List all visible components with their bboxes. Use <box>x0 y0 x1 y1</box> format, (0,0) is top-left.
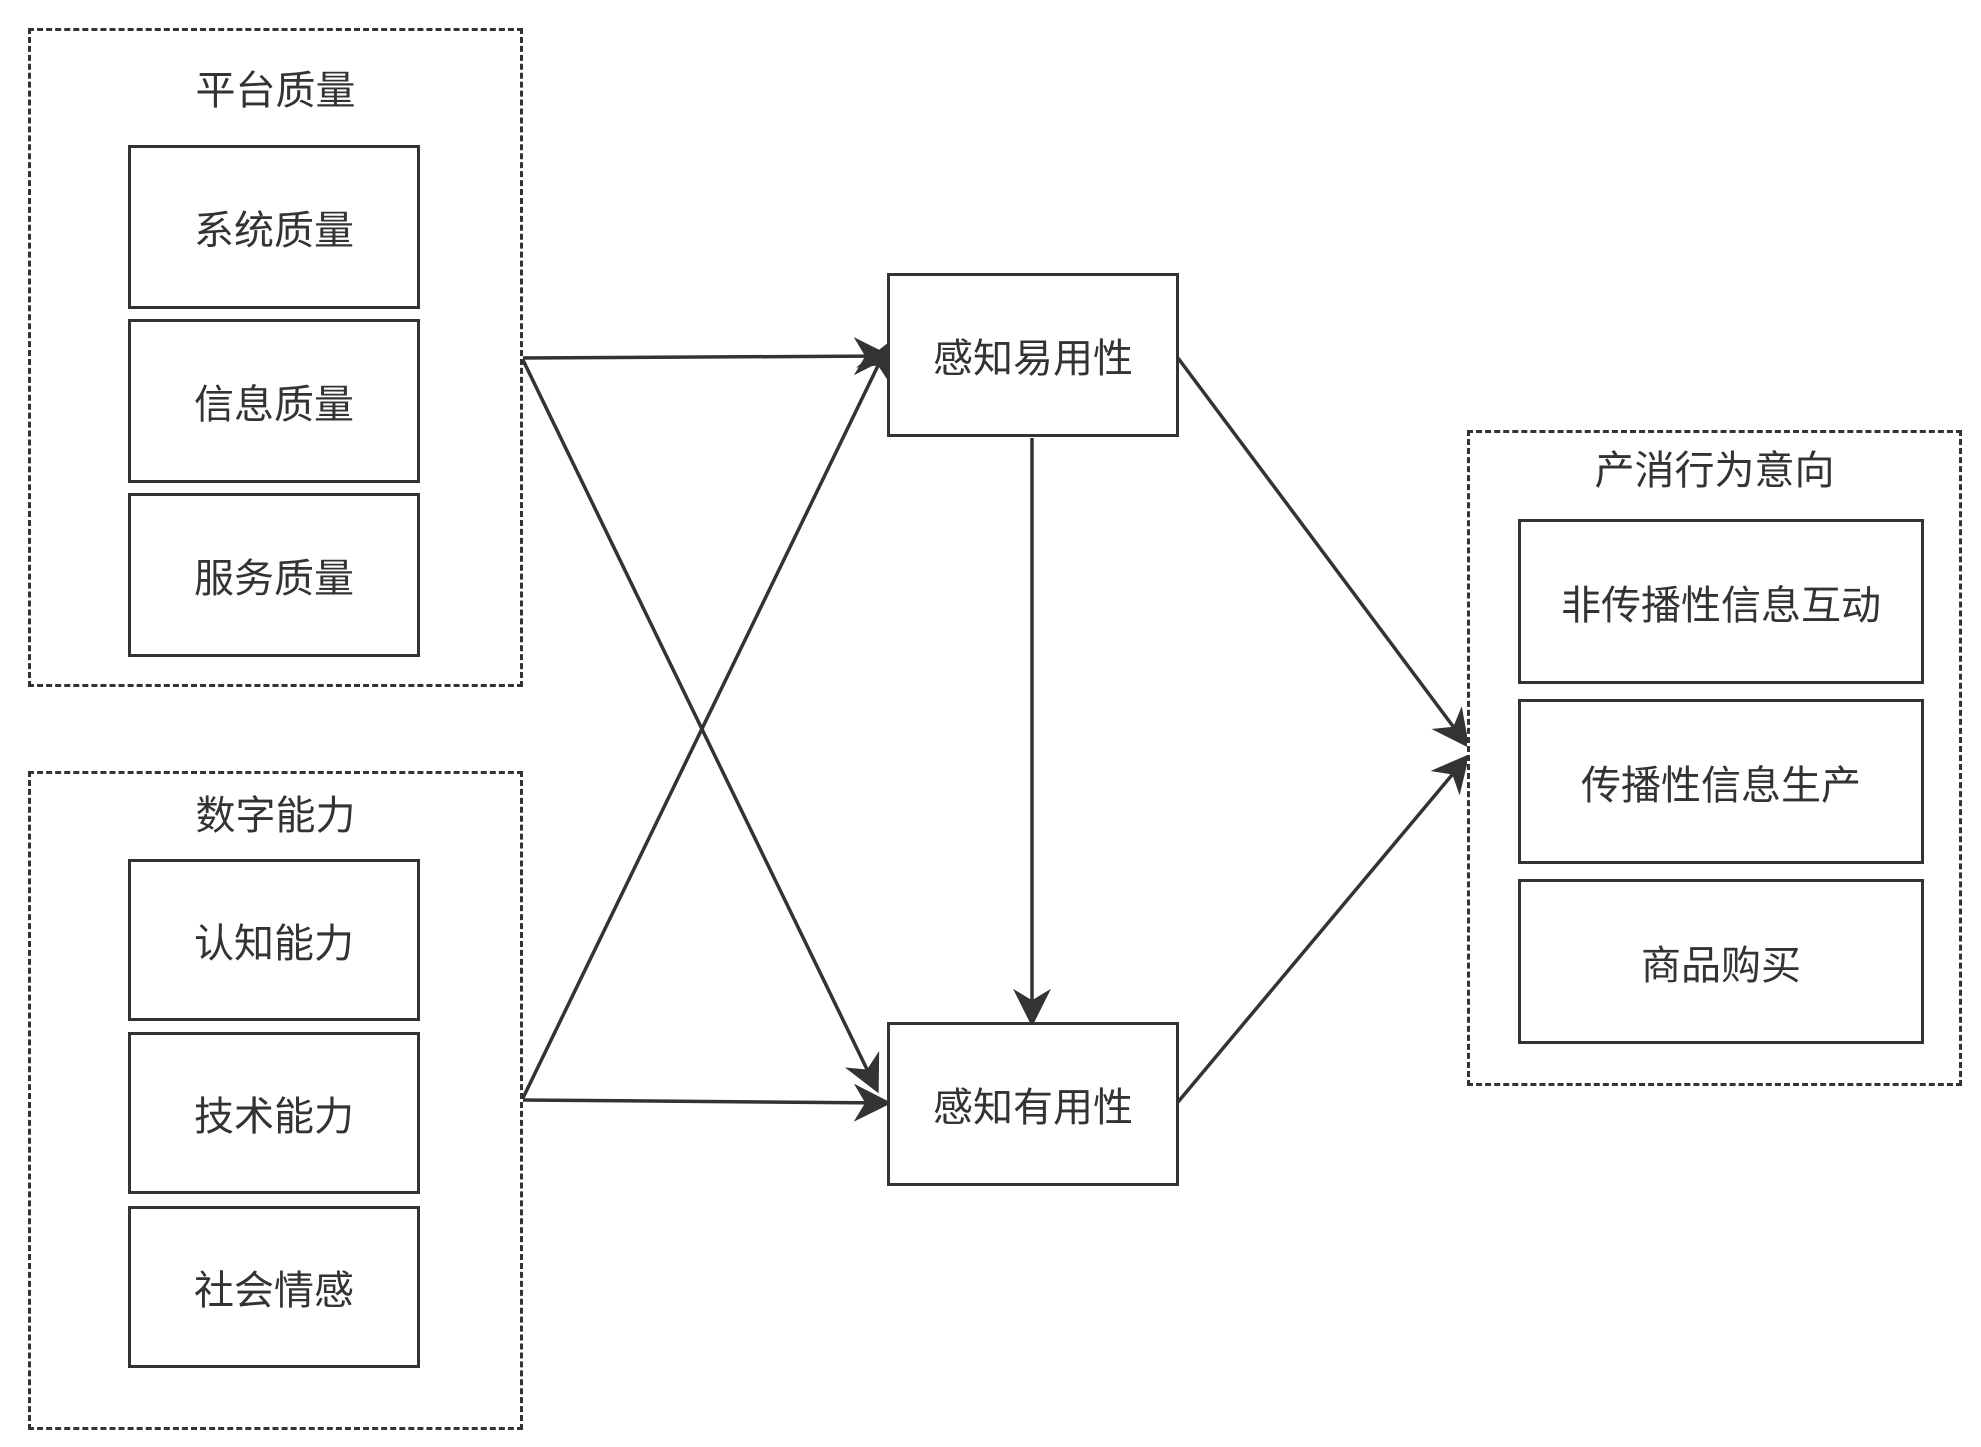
node-label: 商品购买 <box>1641 942 1801 989</box>
node-label: 技术能力 <box>194 1094 354 1140</box>
node-product-purchase: 商品购买 <box>1518 879 1924 1044</box>
node-information-quality: 信息质量 <box>128 319 420 483</box>
group-title-prosumer-intention: 产消行为意向 <box>1594 448 1835 494</box>
node-label: 感知有用性 <box>933 1085 1133 1131</box>
edge-platform-to-usefulness <box>520 357 880 1094</box>
edge-usefulness-to-intention <box>1176 754 1470 1104</box>
node-label: 感知易用性 <box>933 336 1133 382</box>
node-label: 社会情感 <box>194 1268 354 1314</box>
node-social-emotional: 社会情感 <box>128 1206 420 1368</box>
node-label: 认知能力 <box>194 921 354 967</box>
edge-digital-to-usefulness <box>521 1083 892 1122</box>
group-title-platform-quality: 平台质量 <box>195 68 356 114</box>
node-system-quality: 系统质量 <box>128 145 420 309</box>
edge-digital-to-ease <box>520 341 891 1101</box>
node-label: 传播性信息生产 <box>1581 762 1861 809</box>
node-technical-ability: 技术能力 <box>128 1032 420 1194</box>
edge-ease-to-intention <box>1176 356 1470 749</box>
node-non-propagating-interaction: 非传播性信息互动 <box>1518 519 1924 684</box>
node-label: 信息质量 <box>194 382 354 428</box>
group-title-digital-ability: 数字能力 <box>195 793 356 839</box>
node-label: 非传播性信息互动 <box>1561 582 1881 629</box>
edge-platform-to-ease <box>521 337 892 376</box>
node-service-quality: 服务质量 <box>128 493 420 657</box>
node-cognitive-ability: 认知能力 <box>128 859 420 1021</box>
node-perceived-usefulness: 感知有用性 <box>887 1022 1179 1186</box>
node-label: 服务质量 <box>194 556 354 602</box>
node-label: 系统质量 <box>194 208 354 254</box>
node-perceived-ease-of-use: 感知易用性 <box>887 273 1179 437</box>
node-propagating-production: 传播性信息生产 <box>1518 699 1924 864</box>
